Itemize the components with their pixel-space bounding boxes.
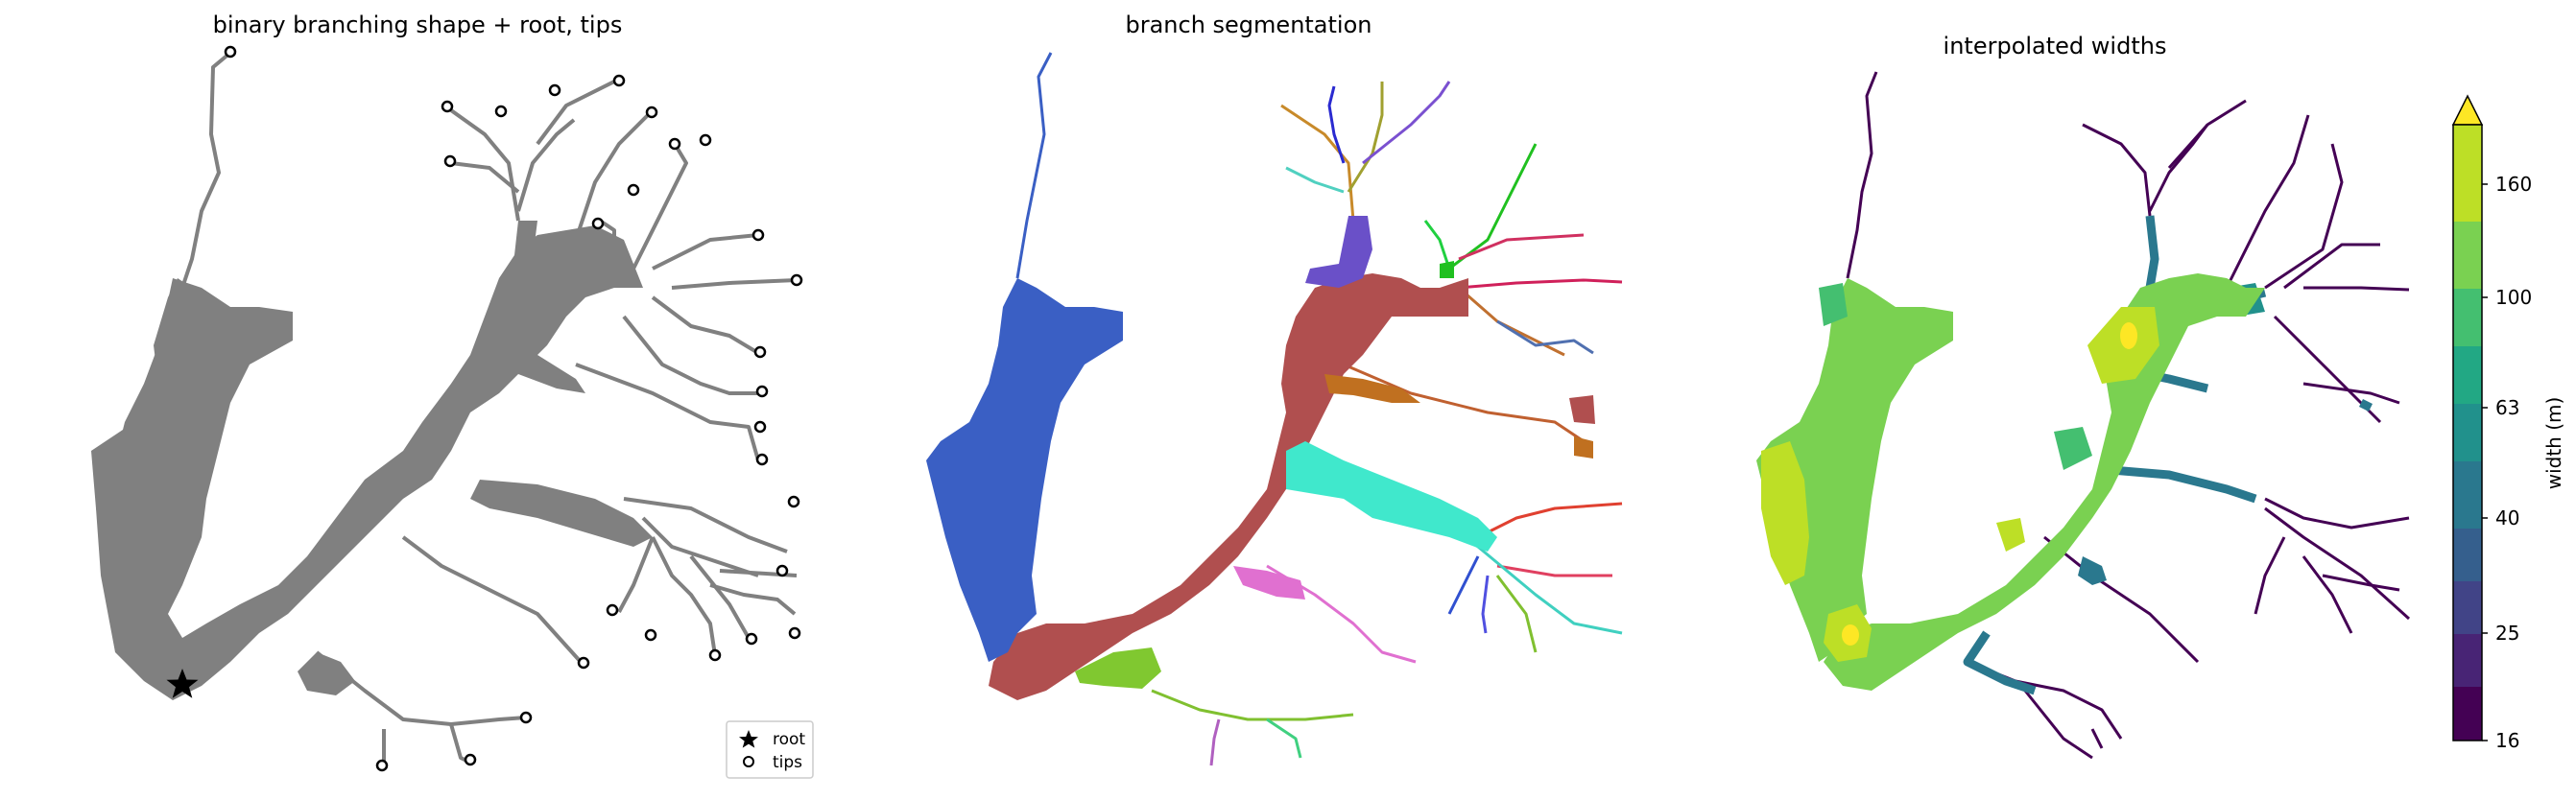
colorbar-tick-label: 25 xyxy=(2495,622,2519,645)
width-green-upper xyxy=(2054,427,2092,470)
tip-marker xyxy=(627,183,640,197)
tip-marker xyxy=(441,100,454,113)
colorbar-band xyxy=(2453,345,2482,404)
segment-green-spot xyxy=(1440,261,1454,278)
panel-branch-segmentation: branch segmentation xyxy=(926,12,1623,766)
segment-left-branch xyxy=(926,278,1123,662)
colorbar-tick-marks xyxy=(2482,183,2488,741)
tip-marker xyxy=(708,648,722,662)
legend-label-root: root xyxy=(773,730,805,749)
colorbar-label: width (m) xyxy=(2542,397,2565,490)
tip-marker xyxy=(494,105,508,118)
segment-pink-lobe xyxy=(1233,566,1305,600)
colorbar-bands xyxy=(2453,125,2482,741)
segment-orange-tip xyxy=(1574,436,1593,459)
colorbar-tick-label: 16 xyxy=(2495,729,2519,752)
width-trunk xyxy=(1824,273,2265,691)
colorbar-band xyxy=(2453,633,2482,687)
segment-orange-branch xyxy=(1324,374,1420,403)
tip-marker xyxy=(699,133,712,147)
colorbar: 16 25 40 63 100 160 width (m) xyxy=(2451,94,2565,752)
tip-marker xyxy=(753,345,767,359)
tip-marker xyxy=(775,564,789,577)
tip-marker xyxy=(755,453,769,466)
colorbar-tick-label: 40 xyxy=(2495,506,2519,529)
colorbar-band xyxy=(2453,460,2482,529)
panel-1-title: binary branching shape + root, tips xyxy=(213,12,623,38)
panel-interpolated-widths: interpolated widths xyxy=(1756,33,2411,760)
tip-marker xyxy=(612,74,626,87)
panel-binary-shape: binary branching shape + root, tips xyxy=(91,12,814,779)
colorbar-band xyxy=(2453,125,2482,222)
width-thin-branches xyxy=(1846,71,2411,760)
tip-marker xyxy=(464,753,477,766)
colorbar-extend-arrow xyxy=(2451,94,2484,126)
colorbar-band xyxy=(2453,528,2482,581)
tip-marker xyxy=(745,632,758,646)
width-peak-2 xyxy=(1842,624,1859,646)
tip-marker xyxy=(751,228,765,242)
panel-3-title: interpolated widths xyxy=(1944,33,2167,59)
colorbar-tick-label: 160 xyxy=(2495,173,2532,196)
legend: root tips xyxy=(726,720,814,779)
colorbar-band xyxy=(2453,288,2482,346)
colorbar-band xyxy=(2453,686,2482,741)
colorbar-band xyxy=(2453,221,2482,289)
segment-red-tip xyxy=(1569,395,1595,424)
width-green-left xyxy=(1819,283,1848,326)
tip-marker xyxy=(790,273,803,287)
segment-cyan-branch xyxy=(1286,441,1497,552)
segment-trunk xyxy=(989,273,1468,700)
shape-side-arm-2 xyxy=(489,345,585,393)
tip-marker xyxy=(645,106,658,119)
tip-marker xyxy=(224,45,237,59)
tip-marker xyxy=(755,385,769,398)
panel-2-title: branch segmentation xyxy=(1125,12,1371,38)
tip-marker xyxy=(753,420,767,434)
shape-lower-lobe xyxy=(298,652,355,695)
tip-marker xyxy=(443,154,457,168)
root-marker xyxy=(166,669,199,698)
tip-marker xyxy=(375,759,389,772)
tip-marker xyxy=(548,83,561,97)
shape-thin-branches xyxy=(180,51,798,765)
segment-thin-branches xyxy=(1015,52,1623,766)
tip-marker xyxy=(644,628,657,642)
tip-marker xyxy=(519,711,533,724)
colorbar-band xyxy=(2453,580,2482,634)
tip-marker xyxy=(577,656,590,670)
legend-star-icon xyxy=(739,730,758,748)
colorbar-frame xyxy=(2452,124,2483,741)
segment-purple-stem xyxy=(1305,216,1372,288)
width-bright-lobe xyxy=(1761,441,1809,585)
width-peak-1 xyxy=(2120,322,2137,349)
shape-upper-stem xyxy=(513,221,537,264)
legend-circle-icon xyxy=(743,756,754,767)
tip-marker xyxy=(788,626,801,640)
tip-marker xyxy=(787,495,800,508)
colorbar-band xyxy=(2453,403,2482,461)
tip-marker xyxy=(606,603,619,617)
shape-side-arm xyxy=(470,480,653,547)
shape-main-body xyxy=(96,225,643,700)
width-teal-lobe xyxy=(2078,556,2107,585)
tip-markers xyxy=(224,45,803,772)
width-bright-mid xyxy=(1996,518,2025,552)
segment-green-lobe xyxy=(1075,647,1161,689)
colorbar-tick-label: 100 xyxy=(2495,286,2532,309)
legend-label-tips: tips xyxy=(773,753,802,772)
tip-marker xyxy=(591,217,605,230)
colorbar-tick-label: 63 xyxy=(2495,396,2519,419)
shape-left-lobe xyxy=(91,278,192,633)
tip-marker xyxy=(668,137,681,151)
